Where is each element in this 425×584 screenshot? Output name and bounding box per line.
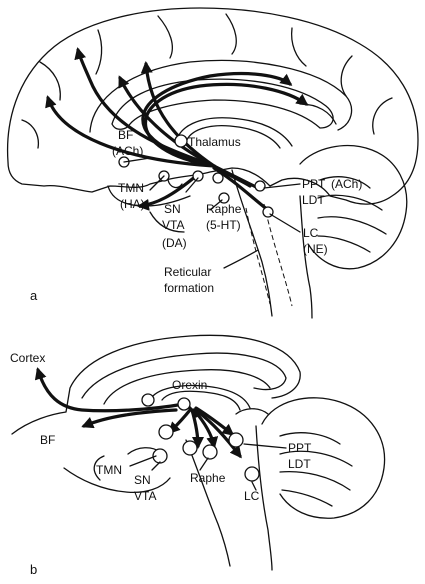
sn-nucleus-b: [152, 448, 168, 464]
vta-label-b: VTA: [134, 489, 156, 503]
lc-label-a: LC: [303, 226, 319, 240]
tmn-nucleus-b: [158, 424, 174, 440]
bf-label-a: BF: [118, 128, 133, 142]
orexin-nucleus-b: [177, 397, 191, 411]
vta-label-a: VTA: [162, 218, 184, 232]
vta-nucleus-b: [182, 440, 198, 456]
path-a-6: [141, 71, 293, 168]
lc-label-b: LC: [244, 489, 260, 503]
orexin-label-b: Orexin: [172, 378, 207, 392]
reticular-label-a-1: Reticular: [164, 265, 211, 279]
raphe-label-b: Raphe: [190, 471, 226, 485]
path-b-cortex: [34, 367, 186, 413]
vta-nt-label-a: (DA): [162, 236, 187, 250]
ppt-nt-label-a: (ACh): [331, 177, 362, 191]
path-a-5: [144, 82, 309, 168]
path-b-bf: [81, 408, 178, 429]
panel-a-label: a: [30, 288, 38, 303]
ldt-label-b: LDT: [288, 457, 311, 471]
ldt-label-a: LDT: [302, 193, 325, 207]
lc-nt-label-a: (NE): [303, 242, 328, 256]
panel-a: Thalamus BF (ACh) TMN (HA) SN VTA (DA) R…: [6, 7, 419, 319]
path-a-3: [140, 61, 216, 168]
tmn-label-b: TMN: [96, 463, 122, 477]
thalamus-nucleus-a: [174, 134, 188, 148]
cortex-nucleus-b: [141, 393, 155, 407]
ppt-nucleus-b: [228, 432, 244, 448]
cortex-label-b: Cortex: [10, 351, 45, 365]
raphe-nucleus-b: [202, 444, 218, 460]
bf-nt-label-a: (ACh): [112, 144, 143, 158]
sn-label-b: SN: [134, 473, 151, 487]
reticular-label-a-2: formation: [164, 281, 214, 295]
lc-nucleus-b: [244, 466, 260, 482]
cortex-outline-b: [11, 334, 301, 435]
sn-label-a: SN: [164, 202, 181, 216]
panel-b-label: b: [30, 562, 37, 577]
thalamus-label-a: Thalamus: [188, 135, 241, 149]
ppt-label-b: PPT: [288, 441, 312, 455]
sn-nucleus-a: [192, 170, 204, 182]
raphe-label-a: Raphe: [206, 202, 242, 216]
tmn-label-a: TMN: [118, 181, 144, 195]
tmn-nt-label-a: (HA): [120, 197, 145, 211]
path-a-4: [45, 95, 216, 168]
ppt-nucleus-a: [254, 180, 266, 192]
bf-label-b: BF: [40, 433, 55, 447]
raphe-nt-label-a: (5-HT): [206, 218, 241, 232]
panel-b: Cortex Orexin BF TMN SN VTA Raphe LC PPT…: [10, 334, 386, 577]
cortex-outline-a: [6, 7, 419, 205]
ppt-label-a: PPT: [302, 177, 326, 191]
path-a-1: [74, 47, 216, 168]
vta-nucleus-a: [212, 172, 224, 184]
